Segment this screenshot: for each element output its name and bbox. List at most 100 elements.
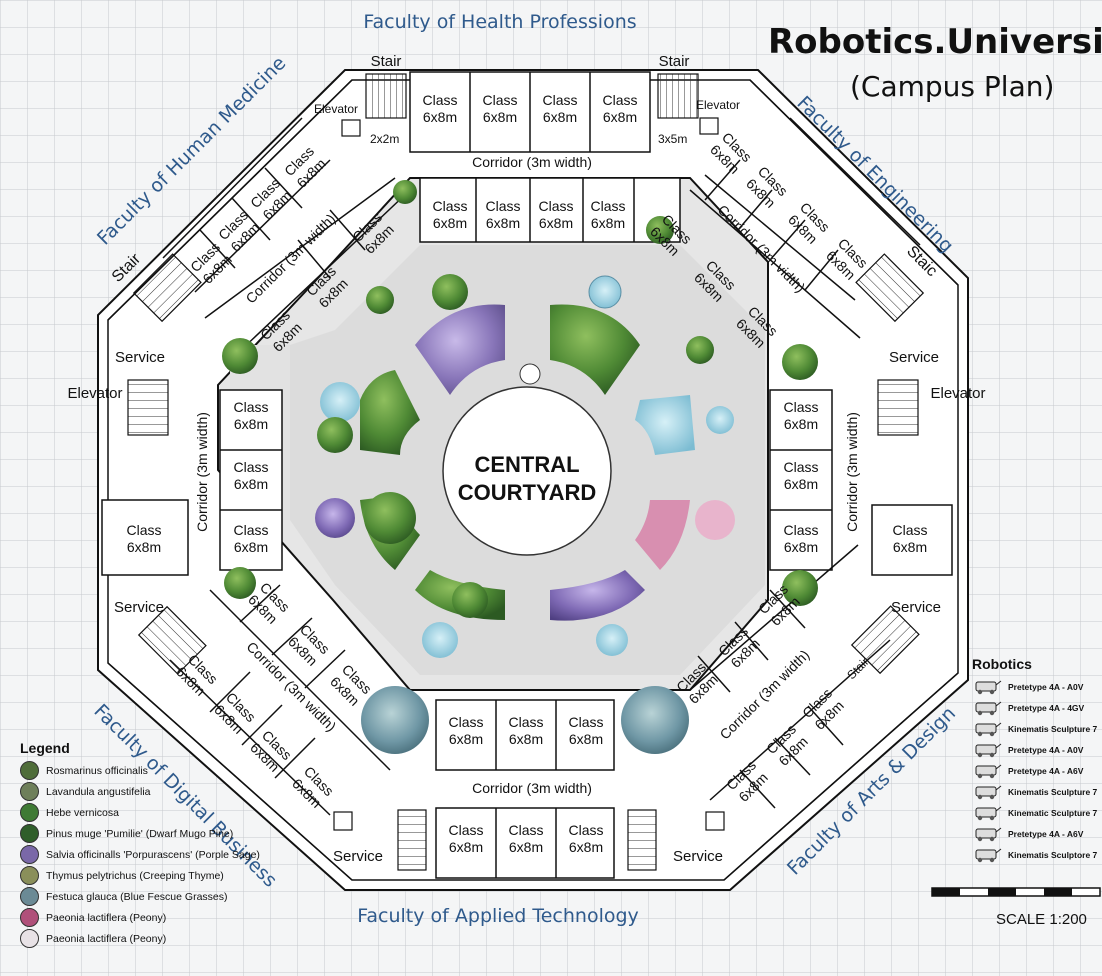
service-label: Service [333,848,383,865]
robotics-title: Robotics [972,656,1032,672]
robotics-item-label: Pretetype 4A - A0V [1008,681,1084,692]
legend-item-label: Rosmarinus officinalis [46,764,148,777]
plant-swatch-icon [20,866,39,885]
robot-icon [975,806,1002,820]
robot-icon [975,764,1002,778]
classroom-label: Class [542,92,577,108]
classroom-size: 6x8m [234,539,268,555]
robotics-item: Pretetype 4A - A6V [972,760,1102,781]
legend-item: Thymus pelytrichus (Creeping Thyme) [20,865,320,886]
legend-item: Pinus muge 'Pumilie' (Dwarf Mugo Pine) [20,823,320,844]
legend-item-label: Paeonia lactiflera (Peony) [46,911,167,924]
center-label: CENTRAL COURTYARD [458,452,597,505]
corridor-label: Corridor (3m width) [472,154,592,170]
legend-item-label: Thymus pelytrichus (Creeping Thyme) [46,869,224,882]
robotics-item-label: Kinematis Sculptore 7 [1008,849,1098,860]
faculty-applied-technology: Faculty of Applied Technology [357,905,639,927]
robotics-item: Kinematis Sculpture 7 [972,781,1102,802]
service-label: Service [115,349,165,366]
robotics-item: Kinematis Sculpture 7 [972,718,1102,739]
robotics-item-label: Pretetype 4A - A0V [1008,744,1084,755]
classroom-label: Class [508,822,543,838]
robotics-item: Kinematic Sculpture 7 [972,802,1102,823]
robotics-item-label: Pretetype 4A - A6V [1008,765,1084,776]
legend-item-label: Hebe vernicosa [46,806,119,819]
legend-item: Festuca glauca (Blue Fescue Grasses) [20,886,320,907]
scale-label: SCALE 1:200 [996,911,1087,928]
robot-icon [975,701,1002,715]
classroom-size: 6x8m [433,215,467,231]
classroom-label: Class [233,459,268,475]
elevator-label: Elevator [930,385,985,402]
top-classroom-block [409,71,681,243]
classroom-size: 6x8m [449,731,483,747]
legend-title: Legend [20,740,70,756]
robotics-item: Kinematis Sculptore 7 [972,844,1102,865]
plant-swatch-icon [20,761,39,780]
classroom-label: Class [126,522,161,538]
legend-item-label: Lavandula angustifelia [46,785,151,798]
central-plaza [442,386,612,556]
classroom-size: 6x8m [569,731,603,747]
legend-item: Paeonia lactiflera (Peony) [20,928,320,949]
classroom-size: 6x8m [543,109,577,125]
classroom-label: Class [233,522,268,538]
plant-swatch-icon [20,845,39,864]
robot-icon [975,785,1002,799]
classroom-size: 6x8m [603,109,637,125]
classroom-label: Class [568,822,603,838]
robotics-item: Pretetype 4A - A0V [972,676,1102,697]
robotics-item-label: Kinematic Sculpture 7 [1008,807,1098,818]
diagonal-walls [107,79,959,881]
classroom-size: 6x8m [509,731,543,747]
classroom-size: 6x8m [234,476,268,492]
classroom-label: Class [783,459,818,475]
plant-swatch-icon [20,908,39,927]
robotics-item-label: Kinematis Sculpture 7 [1008,723,1098,734]
legend-item-label: Pinus muge 'Pumilie' (Dwarf Mugo Pine) [46,827,234,840]
classroom-size: 6x8m [539,215,573,231]
plant-swatch-icon [20,782,39,801]
classroom-label: Class [602,92,637,108]
legend-item: Paeonia lactiflera (Peony) [20,907,320,928]
classroom-label: Class [422,92,457,108]
page-subtitle: (Campus Plan) [850,70,1055,103]
classroom-size: 6x8m [569,839,603,855]
corridor-label: Corridor (3m width) [844,412,860,532]
robotics-item: Pretetype 4A - A6V [972,823,1102,844]
robot-icon [975,680,1002,694]
elevator-label: Elevator [314,102,358,116]
corridor-label: Corridor (3m width) [194,412,210,532]
classroom-label: Class [783,399,818,415]
page-title: Robotics.University [768,22,1102,62]
classroom-size: 6x8m [784,539,818,555]
classroom-label: Class [448,822,483,838]
classroom-label: Class [892,522,927,538]
robotics-legend: Robotics Pretetype 4A - A0V Pretetype 4A … [972,656,1102,865]
classroom-size: 6x8m [127,539,161,555]
central-courtyard-line2: COURTYARD [458,480,597,505]
plant-swatch-icon [20,887,39,906]
classroom-size: 6x8m [784,476,818,492]
robotics-item-label: Pretetype 4A - A6V [1008,828,1084,839]
robotics-item-label: Kinematis Sculpture 7 [1008,786,1098,797]
faculty-health-professions: Faculty of Health Professions [363,11,636,33]
dimension-label: 2x2m [370,132,399,146]
classroom-size: 6x8m [591,215,625,231]
service-label: Service [891,599,941,616]
elevator-label: Elevator [696,98,740,112]
service-label: Service [114,599,164,616]
